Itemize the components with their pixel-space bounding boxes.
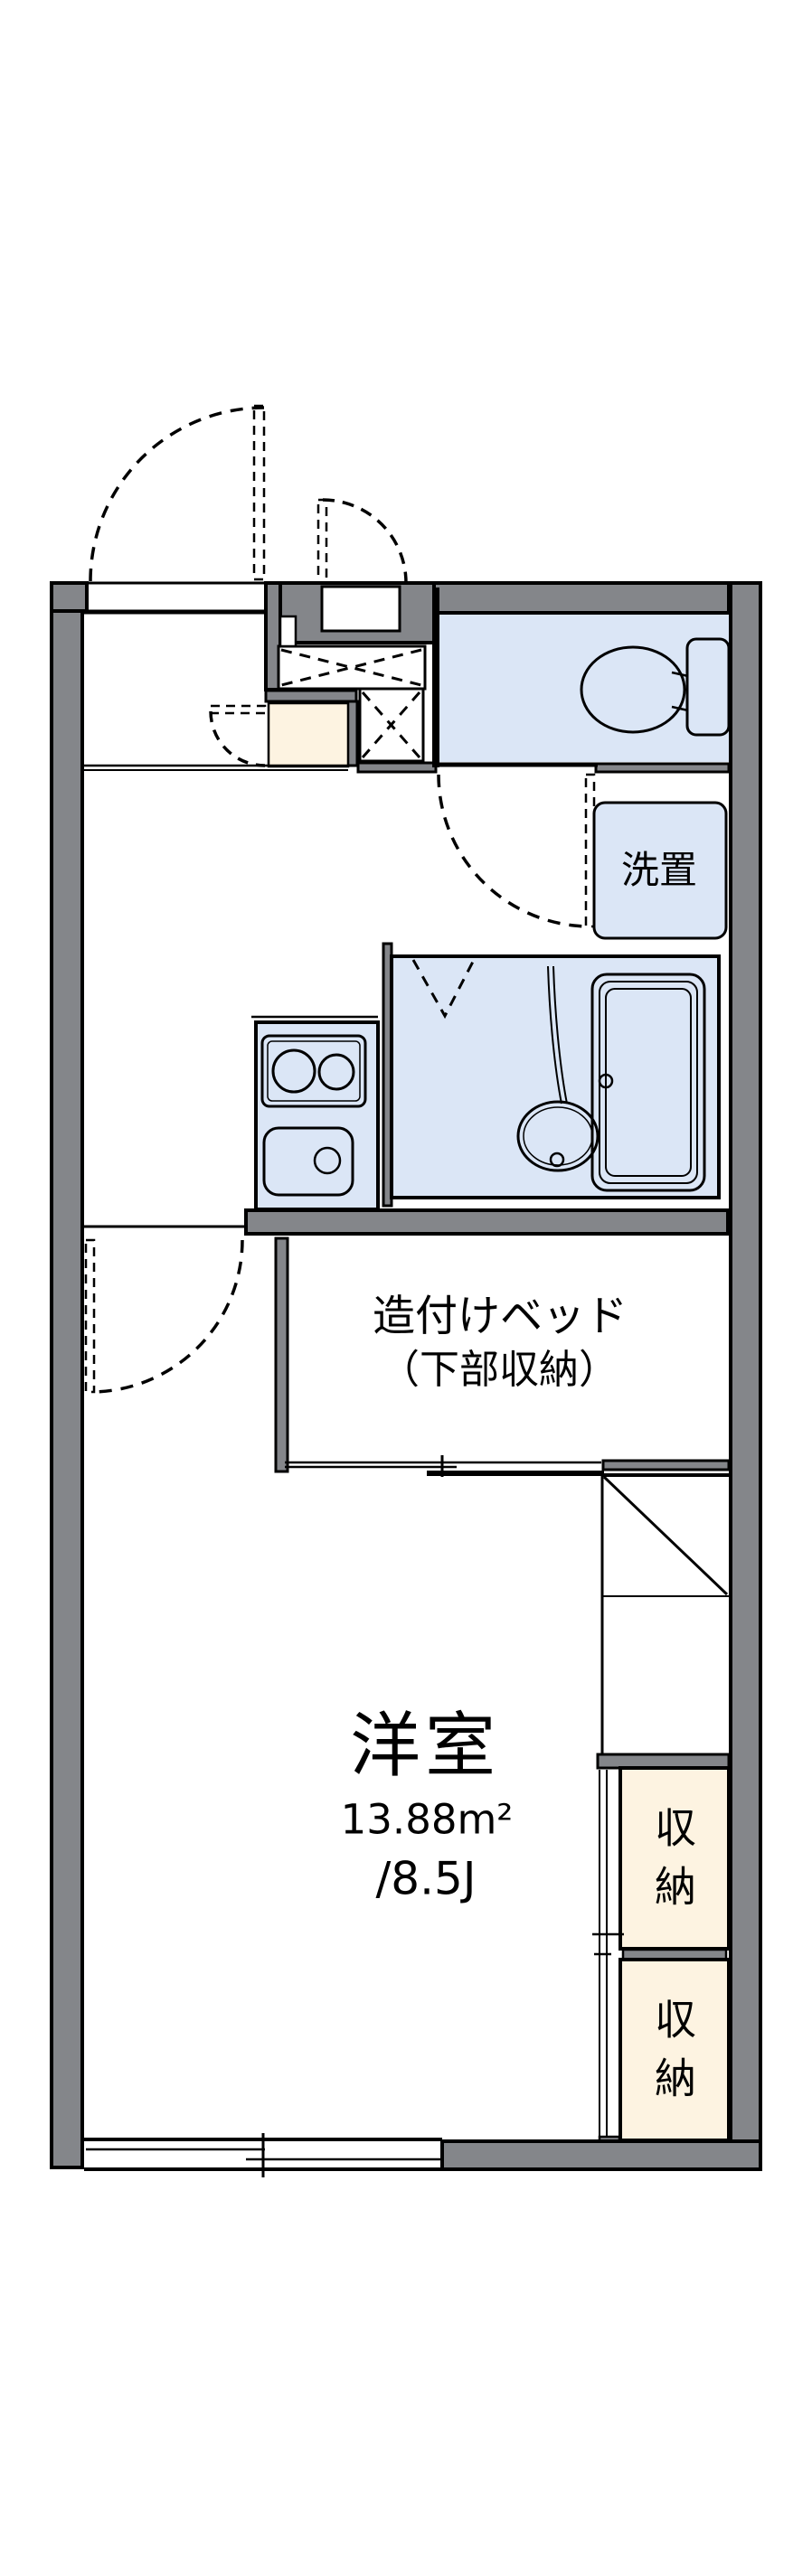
service-door-swing [316,498,408,585]
entrance-tile-cross-marks [280,648,422,758]
sink-icon [262,1126,354,1197]
entrance-door-swing [89,404,266,582]
storage-label-top: 収納 [654,1803,696,1912]
service-door-recess [320,585,401,633]
toilet-icon [580,637,731,737]
bathtub-icon [590,973,706,1192]
storage-partition-line [592,1770,624,2137]
genkan-door-swing [209,704,267,767]
washer-space-label: 洗置 [620,847,698,892]
main-room-name: 洋室 [349,1706,501,1788]
structure-lines [81,581,598,1228]
built-in-bed-label: 造付けベッド [373,1292,628,1342]
washbasin-icon [516,965,600,1172]
storage-box-bottom [618,1958,731,2142]
kitchen-unit [254,1020,380,1211]
walls [50,581,762,2171]
main-room-area-tatami: /8.5J [375,1852,477,1905]
refrigerator-space [600,1472,729,1754]
bath-door-fold-mark [411,959,476,1020]
genkan-step [267,701,350,768]
sliding-window [84,2133,442,2177]
washer-space-box [592,801,728,940]
toilet-door-swing [437,773,596,928]
bedroom-door-swing [84,1238,244,1394]
toilet-left-wall [432,588,439,767]
stove-icon [260,1034,367,1108]
storage-label-bottom: 収納 [654,1995,696,2103]
storage-box-top [618,1766,731,1951]
main-room-area-sqm: 13.88m² [340,1795,514,1844]
entrance-tile-upper [277,644,427,691]
bed-sliding-partition [285,1455,604,1477]
built-in-bed-sublabel: （下部収納） [380,1346,618,1393]
entrance-tile-sliver [279,615,297,648]
